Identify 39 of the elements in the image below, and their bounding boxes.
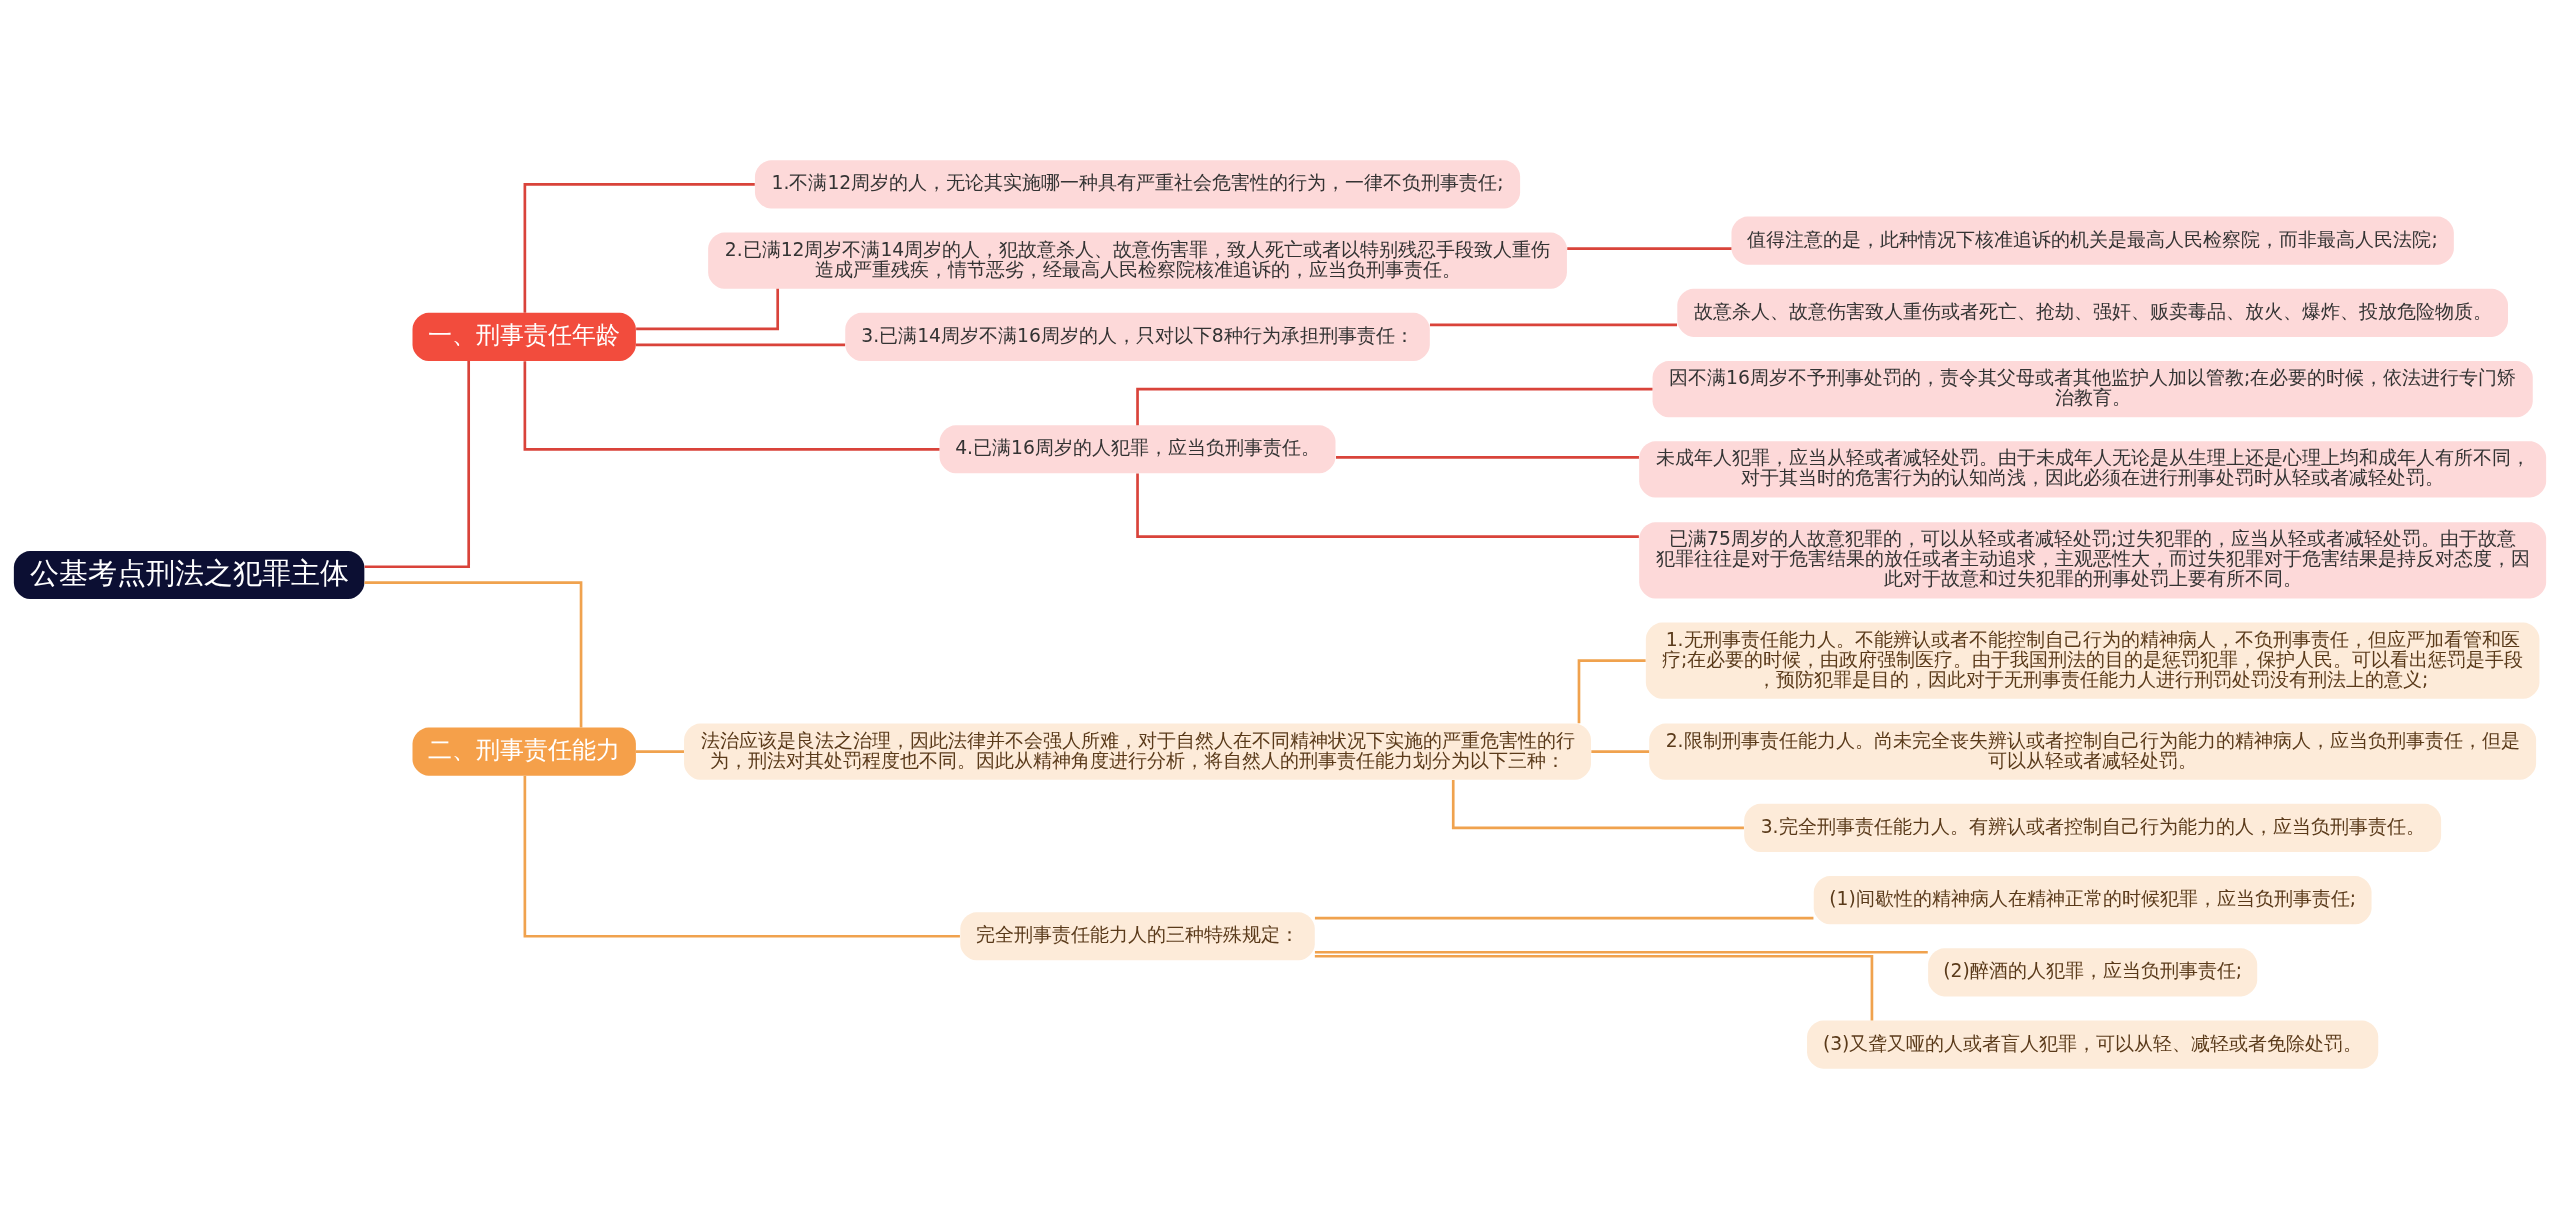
node-box: 1.不满12周岁的人，无论其实施哪一种具有严重社会危害性的行为，一律不负刑事责任; bbox=[754, 159, 1521, 208]
node-box: 一、刑事责任年龄 bbox=[412, 312, 636, 361]
node-box: 3.完全刑事责任能力人。有辨认或者控制自己行为能力的人，应当负刑事责任。 bbox=[1744, 803, 2442, 852]
node-box: 未成年人犯罪，应当从轻或者减轻处罚。由于未成年人无论是从生理上还是心理上均和成年人有所不同，对于其当时的危害行为的认知尚浅，因此必须在进行刑事处罚时从轻或者减轻处罚。 bbox=[1639, 440, 2547, 497]
connector bbox=[364, 360, 470, 568]
connector bbox=[1451, 779, 1744, 829]
connector bbox=[523, 360, 940, 451]
connector bbox=[1136, 387, 1653, 425]
connector bbox=[1591, 749, 1650, 753]
node-box: 故意杀人、故意伤害致人重伤或者死亡、抢劫、强奸、贩卖毒品、放火、爆炸、投放危险物质。 bbox=[1677, 288, 2508, 337]
node-box: 二、刑事责任能力 bbox=[412, 727, 636, 776]
connector bbox=[1567, 246, 1732, 250]
connector bbox=[364, 580, 583, 727]
connector bbox=[636, 749, 684, 753]
node-box: 因不满16周岁不予刑事处罚的，责令其父母或者其他监护人加以管教;在必要的时候，依法进行专门矫治教育。 bbox=[1652, 360, 2533, 417]
connector bbox=[636, 343, 846, 346]
connector bbox=[1314, 916, 1814, 919]
connector bbox=[1314, 950, 1928, 954]
connector bbox=[1314, 954, 1874, 1020]
connector bbox=[1429, 323, 1678, 326]
node-box: 法治应该是良法之治理，因此法律并不会强人所难，对于自然人在不同精神状况下实施的严重危害性的行为，刑法对其处罚程度也不同。因此从精神角度进行分析，将自然人的刑事责任能力划分为以下三种： bbox=[684, 723, 1591, 780]
connector bbox=[636, 288, 780, 330]
node-box: 3.已满14周岁不满16周岁的人，只对以下8种行为承担刑事责任： bbox=[845, 312, 1430, 361]
node-box: 公基考点刑法之犯罪主体 bbox=[13, 550, 365, 599]
connector bbox=[523, 182, 755, 313]
connector bbox=[1136, 473, 1639, 538]
node-box: 已满75周岁的人故意犯罪的，可以从轻或者减轻处罚;过失犯罪的，应当从轻或者减轻处罚。由于故意犯罪往往是对于危害结果的放任或者主动追求，主观恶性大，而过失犯罪对于危害结果是持反对态度，因此对于故意和过失犯罪的刑事处罚上要有所不同。 bbox=[1639, 521, 2547, 598]
connector bbox=[1577, 658, 1646, 723]
node-box: 2.限制刑事责任能力人。尚未完全丧失辨认或者控制自己行为能力的精神病人，应当负刑事责任，但是可以从轻或者减轻处罚。 bbox=[1649, 723, 2537, 780]
node-box: (3)又聋又哑的人或者盲人犯罪，可以从轻、减轻或者免除处罚。 bbox=[1807, 1020, 2379, 1069]
node-box: 1.无刑事责任能力人。不能辨认或者不能控制自己行为的精神病人，不负刑事责任，但应严加看管和医疗;在必要的时候，由政府强制医疗。由于我国刑法的目的是惩罚犯罪，保护人民。可以看出惩罚是手段，预防犯罪是目的，因此对于无刑事责任能力人进行刑罚处罚没有刑法上的意义; bbox=[1645, 622, 2540, 699]
node-box: (2)醉酒的人犯罪，应当负刑事责任; bbox=[1928, 947, 2258, 996]
node-box: 4.已满16周岁的人犯罪，应当负刑事责任。 bbox=[939, 424, 1336, 473]
connector bbox=[1336, 455, 1639, 459]
node-box: (1)间歇性的精神病人在精神正常的时候犯罪，应当负刑事责任; bbox=[1813, 875, 2372, 924]
node-box: 值得注意的是，此种情况下核准追诉的机关是最高人民检察院，而非最高人民法院; bbox=[1731, 216, 2454, 265]
node-box: 2.已满12周岁不满14周岁的人，犯故意杀人、故意伤害罪，致人死亡或者以特别残忍手段致人重伤造成严重残疾，情节恶劣，经最高人民检察院核准追诉的，应当负刑事责任。 bbox=[708, 232, 1567, 289]
node-box: 完全刑事责任能力人的三种特殊规定： bbox=[960, 911, 1315, 960]
connector bbox=[523, 775, 960, 938]
